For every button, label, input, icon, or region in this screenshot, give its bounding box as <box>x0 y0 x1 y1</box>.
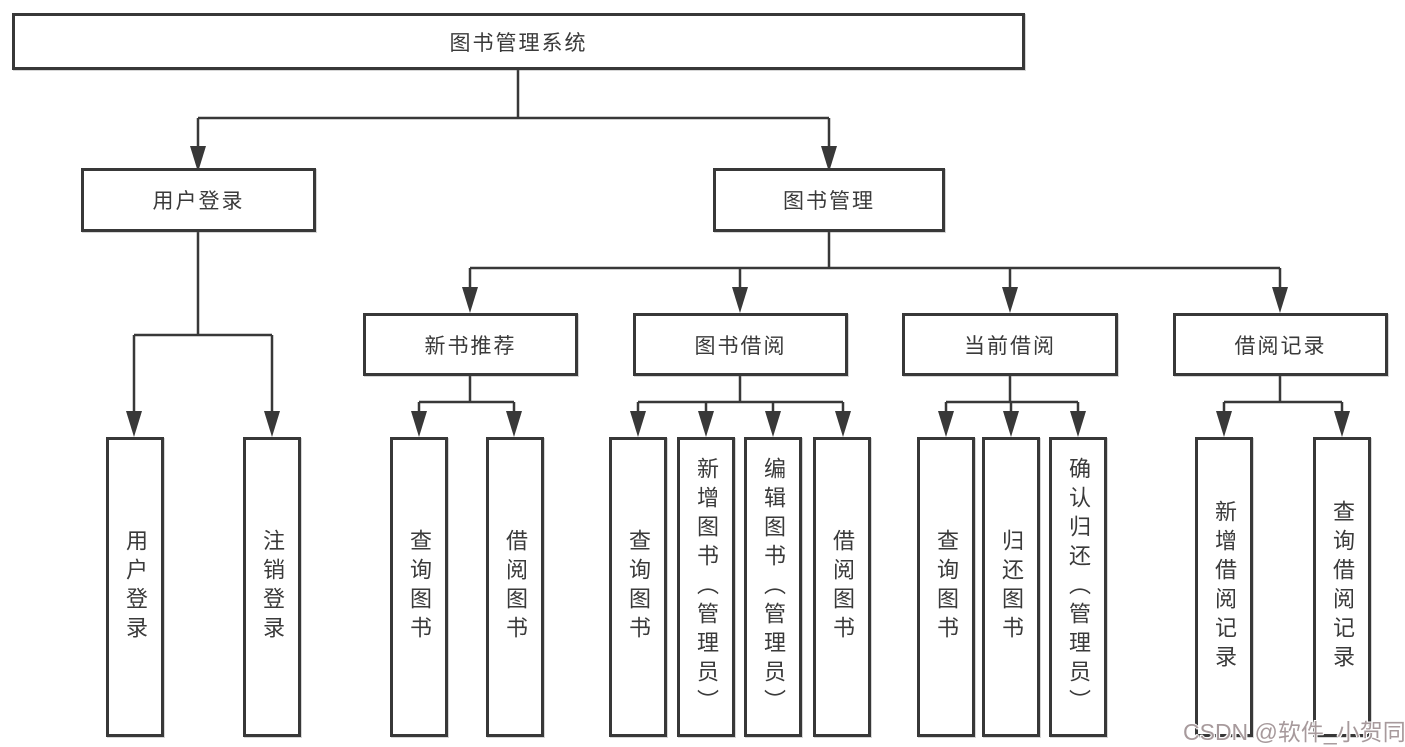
node-borrow-books-borrowing: 借阅图书 <box>813 437 871 737</box>
node-edit-books-admin: 编辑图书（管理员） <box>744 437 802 737</box>
node-return-books: 归还图书 <box>982 437 1040 737</box>
node-query-books-current: 查询图书 <box>917 437 975 737</box>
node-label: 查询图书 <box>626 529 651 645</box>
node-new-book-recommendation: 新书推荐 <box>363 313 578 376</box>
node-current-borrowing: 当前借阅 <box>902 313 1118 376</box>
node-label: 注销登录 <box>260 529 285 645</box>
node-user-login: 用户登录 <box>81 168 316 232</box>
node-book-borrowing: 图书借阅 <box>633 313 848 376</box>
node-label: 归还图书 <box>999 529 1024 645</box>
node-query-borrow-record: 查询借阅记录 <box>1313 437 1371 737</box>
node-add-books-admin: 新增图书（管理员） <box>677 437 735 737</box>
node-label: 查询借阅记录 <box>1330 500 1355 674</box>
node-label: 借阅图书 <box>503 529 528 645</box>
node-borrow-books-recommend: 借阅图书 <box>486 437 544 737</box>
node-label: 确认归还（管理员） <box>1066 456 1091 718</box>
node-label: 借阅图书 <box>830 529 855 645</box>
node-confirm-return-admin: 确认归还（管理员） <box>1049 437 1107 737</box>
arrowhead-icons <box>126 146 1350 437</box>
connector-paths <box>132 70 1344 413</box>
node-label: 新增图书（管理员） <box>694 456 719 718</box>
node-query-books-recommend: 查询图书 <box>390 437 448 737</box>
node-library-management-system: 图书管理系统 <box>12 13 1025 70</box>
node-label: 新增借阅记录 <box>1212 500 1237 674</box>
csdn-watermark: CSDN @软件_小贺同学 <box>1183 719 1405 745</box>
node-label: 编辑图书（管理员） <box>761 456 786 718</box>
node-label: 查询图书 <box>407 529 432 645</box>
node-user-login-leaf: 用户登录 <box>106 437 164 737</box>
node-query-books-borrowing: 查询图书 <box>609 437 667 737</box>
node-borrowing-records: 借阅记录 <box>1173 313 1388 376</box>
node-label: 用户登录 <box>123 529 148 645</box>
node-logout-leaf: 注销登录 <box>243 437 301 737</box>
node-label: 查询图书 <box>934 529 959 645</box>
node-add-borrow-record: 新增借阅记录 <box>1195 437 1253 737</box>
node-book-management: 图书管理 <box>713 168 945 232</box>
